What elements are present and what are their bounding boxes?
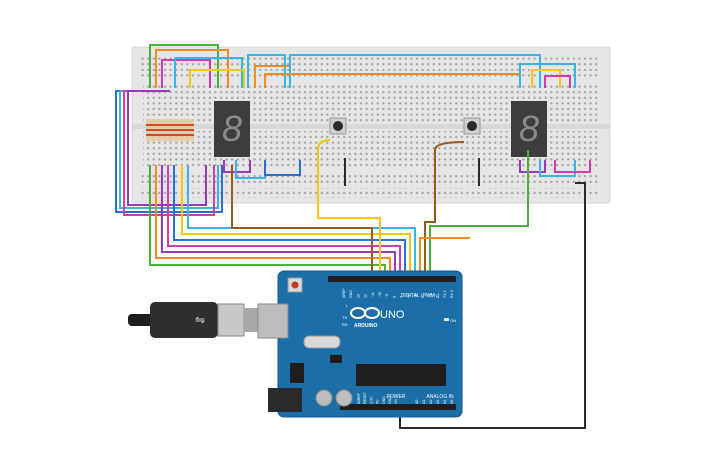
pin-label: A3	[436, 400, 440, 404]
pin-label: A1	[422, 400, 426, 404]
crystal	[303, 335, 341, 349]
pin-label: ~10	[378, 292, 382, 298]
right-display-digit: 8	[519, 108, 539, 149]
pin-label: 8	[392, 296, 396, 298]
l-label: L	[346, 303, 349, 308]
tx-label: TX	[342, 315, 347, 320]
pin-label: A5	[450, 400, 454, 404]
pin-label: 4	[421, 296, 425, 298]
pin-label: RX 0	[450, 290, 454, 298]
usb-cable: ⇋	[128, 302, 258, 338]
microcontroller-chip	[356, 364, 446, 386]
pin-label: RESET	[363, 391, 367, 404]
pin-label: ~3	[428, 294, 432, 298]
brand-label: ARDUINO	[354, 323, 377, 329]
seven-segment-display-right: 8	[511, 101, 547, 157]
pin-label: ~6	[407, 294, 411, 298]
power-jack	[268, 388, 302, 412]
pin-label: ~9	[385, 294, 389, 298]
analog-label: ANALOG IN	[426, 394, 454, 400]
push-button-right[interactable]	[463, 117, 481, 135]
pin-label: Vin	[394, 399, 398, 404]
breadboard-bottom-wires	[223, 160, 591, 179]
pin-label: IOREF	[357, 392, 361, 404]
rx-label: RX	[342, 322, 348, 327]
resistor-bank	[146, 119, 194, 141]
seven-segment-display-left: 8	[214, 101, 250, 157]
pin-label: 5V	[376, 399, 380, 404]
left-wire-bundle	[115, 90, 529, 283]
pin-label: GND	[388, 396, 392, 404]
center-channel	[132, 124, 610, 129]
power-label: POWER	[387, 394, 406, 400]
usb-icon: ⇋	[195, 313, 205, 327]
pin-label: A0	[415, 400, 419, 404]
power-analog-header	[340, 404, 456, 410]
on-label: ON	[450, 318, 456, 323]
voltage-regulator	[290, 363, 304, 383]
model-label: UNO	[380, 309, 405, 321]
pin-label: GND	[349, 290, 353, 298]
bottom-power-rail	[140, 175, 600, 186]
capacitor-1	[315, 389, 333, 407]
arduino-logo	[350, 307, 380, 319]
pin-label: A4	[443, 400, 447, 404]
top-power-rail	[140, 55, 600, 66]
left-display-digit: 8	[222, 108, 242, 149]
pin-label: 12	[364, 294, 368, 298]
bottom-power-rail-2	[140, 188, 600, 198]
digital-label: DIGITAL (PWM~)	[401, 293, 440, 299]
pin-label: ~11	[371, 292, 375, 298]
pin-label: GND	[382, 396, 386, 404]
pin-label: 13	[356, 294, 360, 298]
breadboard-top-wires	[149, 44, 576, 88]
pin-label: 3.3V	[369, 396, 373, 404]
pin-label: 7	[400, 296, 404, 298]
ground-wire	[399, 182, 586, 429]
pin-label: ~5	[414, 294, 418, 298]
digital-header	[328, 276, 456, 282]
pin-label: TX 1	[443, 290, 447, 298]
pin-label: A2	[429, 400, 433, 404]
usb-port	[257, 303, 289, 339]
pin-label: AREF	[342, 288, 346, 298]
capacitor-2	[335, 389, 353, 407]
push-button-left[interactable]	[329, 117, 347, 135]
pin-label: 2	[436, 296, 440, 298]
